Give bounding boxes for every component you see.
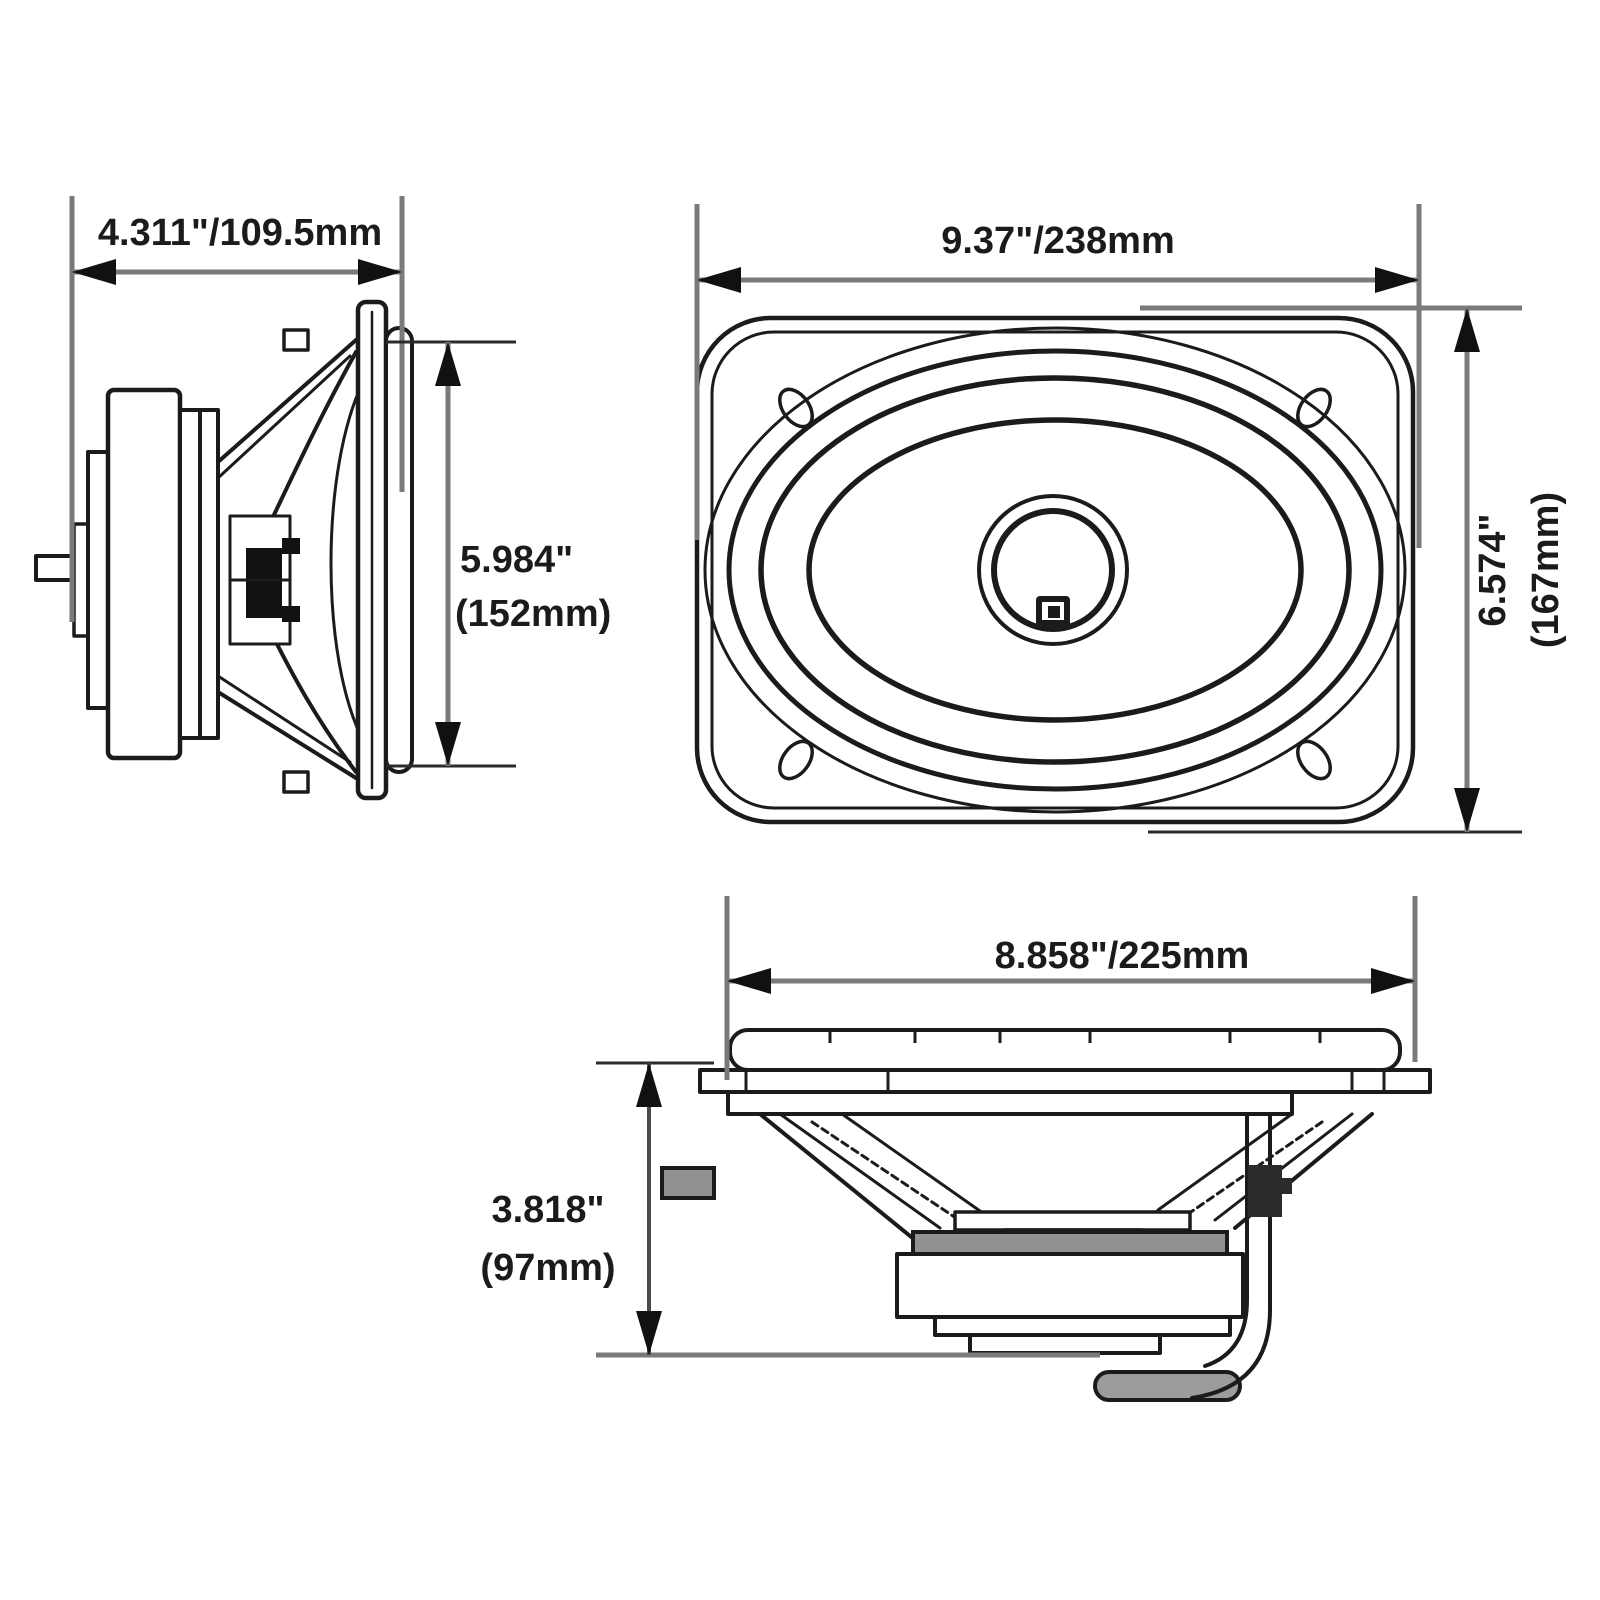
side-width-dimension: 4.311"/109.5mm xyxy=(69,196,405,622)
arrowhead-up xyxy=(1454,308,1480,352)
mounting-hole-bottom-right xyxy=(1296,739,1332,781)
side-view xyxy=(34,299,414,801)
magnet-top-plate xyxy=(911,1230,1229,1256)
bottom-width-dimension: 8.858"/225mm xyxy=(724,896,1418,1080)
cone-left-inner xyxy=(778,1112,942,1230)
front-height-dimension-label-line1: 6.574" xyxy=(1472,513,1514,626)
arrowhead-right xyxy=(1375,267,1419,293)
mounting-flange-bottom xyxy=(698,1068,1432,1094)
bottom-height-dimension: 3.818" (97mm) xyxy=(480,1061,1100,1358)
bracket-clip-tab xyxy=(1282,1178,1292,1194)
arrowhead-down xyxy=(435,722,461,766)
gasket-ring-outer xyxy=(703,326,1407,814)
magnet-bottom-plate xyxy=(933,1315,1232,1337)
side-height-dimension: 5.984" (152mm) xyxy=(386,340,611,768)
basket-strut-bottom-inner xyxy=(216,674,352,764)
cone-left-outer xyxy=(758,1112,917,1242)
arrowhead-right xyxy=(1371,968,1415,994)
mounting-frame-inner xyxy=(710,330,1400,810)
logo-glyph xyxy=(1048,606,1060,618)
basket-strut-top xyxy=(216,338,358,464)
front-plate-2 xyxy=(198,408,220,740)
coil-dark-mass xyxy=(246,548,282,618)
cone-right-inner xyxy=(1213,1112,1354,1222)
frame-under-bar xyxy=(726,1090,1294,1116)
basket-tab-top xyxy=(282,328,310,352)
brand-logo xyxy=(1036,596,1070,628)
bracket-inner xyxy=(1203,1112,1249,1368)
front-height-dimension: 6.574" (167mm) xyxy=(1140,305,1567,834)
basket-strut-top-inner xyxy=(216,354,352,480)
magnet-bottom-step xyxy=(968,1333,1162,1355)
bracket-clip xyxy=(1248,1165,1282,1217)
magnet-body xyxy=(895,1252,1245,1319)
arrowhead-left xyxy=(727,968,771,994)
magnet xyxy=(105,387,183,761)
dust-cap-inner xyxy=(991,508,1115,632)
dust-cap-outer xyxy=(977,494,1129,646)
mounting-hole-bottom-left xyxy=(778,739,814,781)
front-width-dimension: 9.37"/238mm xyxy=(694,204,1422,548)
front-plate xyxy=(178,408,202,740)
arrowhead-down xyxy=(636,1311,662,1355)
front-view xyxy=(694,315,1416,825)
side-height-dimension-label-line1: 5.984" xyxy=(460,539,573,581)
bottom-height-dimension-label-line2: (97mm) xyxy=(480,1247,615,1289)
cone-inner-curve xyxy=(329,378,366,744)
mounting-hole-top-left xyxy=(778,387,814,429)
terminal-lug-bottom xyxy=(282,606,300,622)
bottom-height-dimension-label-line1: 3.818" xyxy=(491,1189,604,1231)
mounting-frame-outer xyxy=(694,315,1416,825)
gasket-ticks xyxy=(828,1030,1322,1043)
arrowhead-up xyxy=(435,342,461,386)
cone-left-edge xyxy=(840,1112,992,1220)
terminal-tab xyxy=(660,1166,716,1200)
mounting-hole-top-right xyxy=(1296,387,1332,429)
surround-roll xyxy=(758,375,1352,765)
cone-edge xyxy=(806,417,1304,723)
bottom-width-dimension-label: 8.858"/225mm xyxy=(995,935,1250,977)
cone-right-hatch xyxy=(1186,1120,1324,1216)
side-width-dimension-label: 4.311"/109.5mm xyxy=(98,212,382,254)
arrowhead-right xyxy=(358,259,402,285)
basket-strut-bottom xyxy=(216,690,358,780)
front-height-dimension-label-line2: (167mm) xyxy=(1525,492,1567,648)
spider xyxy=(953,1210,1192,1232)
arrowhead-left xyxy=(697,267,741,293)
arrowhead-left xyxy=(72,259,116,285)
terminal-lug-top xyxy=(282,538,300,554)
bracket-outer xyxy=(1190,1112,1272,1400)
gasket-side xyxy=(384,326,414,774)
basket-tab-bottom xyxy=(282,770,310,794)
cone-left-hatch xyxy=(810,1120,964,1224)
bottom-view xyxy=(660,1028,1432,1402)
side-height-dimension-label-line2: (152mm) xyxy=(455,593,611,635)
magnet-boot xyxy=(1093,1370,1242,1402)
arrowhead-up xyxy=(636,1063,662,1107)
front-width-dimension-label: 9.37"/238mm xyxy=(941,220,1175,262)
arrowhead-down xyxy=(1454,788,1480,832)
gasket-ring-inner xyxy=(726,348,1384,792)
